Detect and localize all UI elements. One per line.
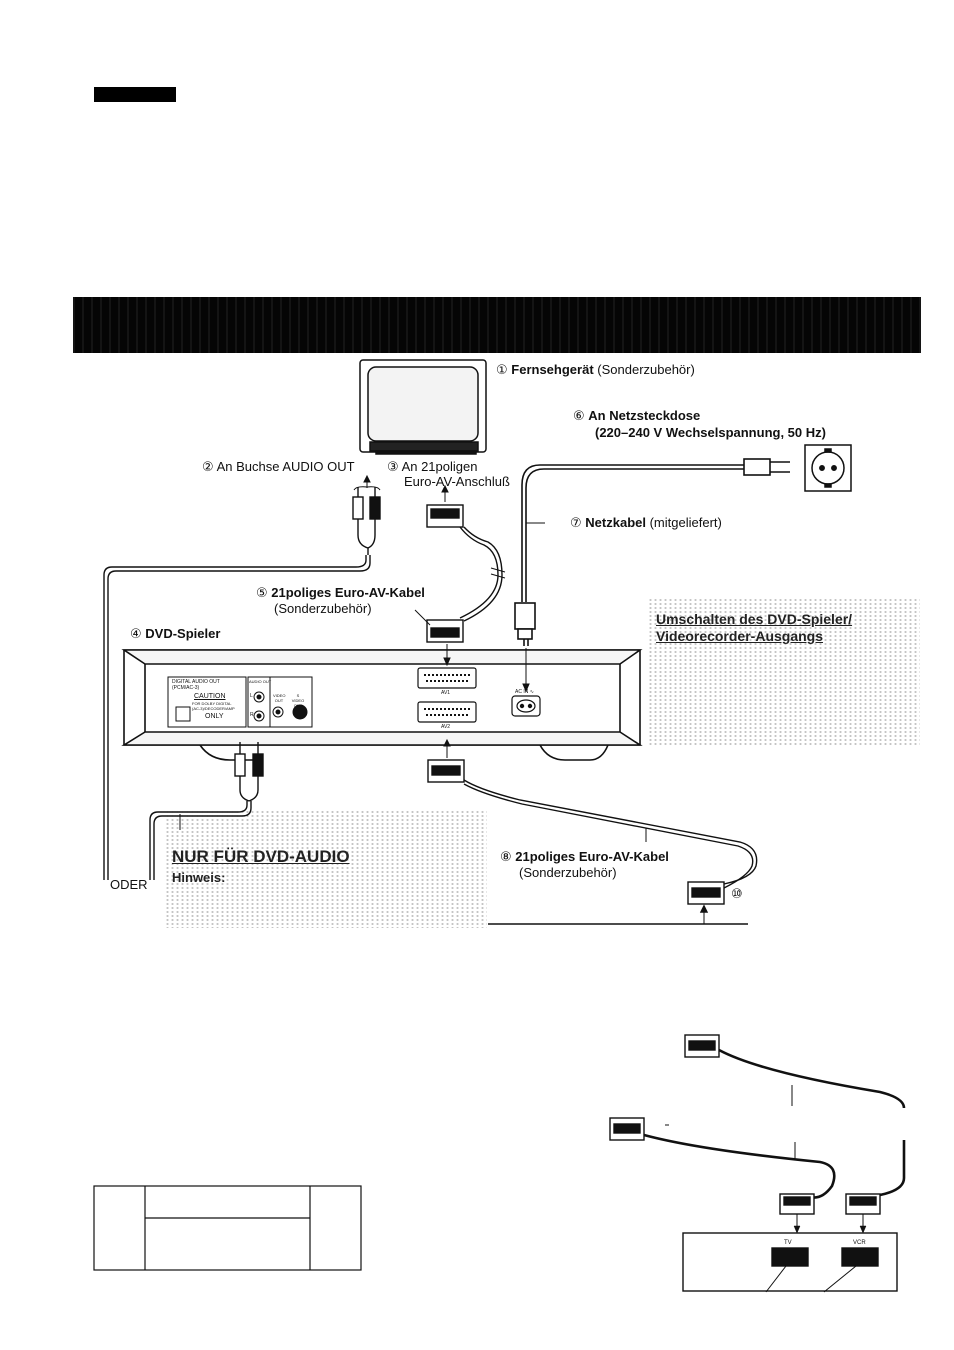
cable-8-label-line2: (Sonderzubehör) <box>519 865 617 880</box>
cable-5 <box>426 504 506 643</box>
vcr-panel-tv-label: TV <box>784 1240 792 1246</box>
ac-inlet <box>511 695 541 717</box>
caution-only-label: ONLY <box>205 713 224 720</box>
dvd-audio-subtitle: Hinweis: <box>172 870 226 885</box>
side-box-title: Umschalten des DVD-Spieler/ Videorecorde… <box>656 611 853 644</box>
ac-in-label: AC IN ∿ <box>515 689 534 695</box>
audio-out-panel-label: AUDIO OUT <box>249 679 272 684</box>
socket-voltage-label: (220–240 V Wechselspannung, 50 Hz) <box>595 425 826 440</box>
wall-socket <box>804 444 852 492</box>
section-tab-marker <box>94 87 176 102</box>
cable-8-label: ⑧ 21poliges Euro-AV-Kabel <box>500 849 669 864</box>
cable-5-label: ⑤ 21poliges Euro-AV-Kabel <box>256 585 425 600</box>
tv-label: ① Fernsehgerät (Sonderzubehör) <box>496 362 695 377</box>
power-cable-label: ⑦ Netzkabel (mitgeliefert) <box>570 515 722 530</box>
digital-out-label: DIGITAL AUDIO OUT (PCM/AC-3) <box>172 679 220 691</box>
connection-arrows <box>443 644 530 758</box>
caution-label: CAUTION <box>194 693 226 700</box>
left-channel-label: L <box>250 693 253 699</box>
socket-label: ⑥ An Netzsteckdose <box>573 408 701 423</box>
dvd-player-label: ④ DVD-Spieler <box>130 626 221 641</box>
cable-5-leader <box>414 609 431 626</box>
marker-10: ⑩ <box>731 886 743 901</box>
dvd-audio-title: NUR FÜR DVD-AUDIO <box>172 847 350 866</box>
audio-out-label: ② An Buchse AUDIO OUT <box>202 459 355 474</box>
audio-cable <box>103 487 381 880</box>
euro-av-label-line2: Euro-AV-Anschluß <box>404 474 510 489</box>
dvd-audio-box-background <box>165 810 487 928</box>
vcr-diagram <box>609 1034 906 1293</box>
euro-av-label: ③ An 21poligen <box>387 459 478 474</box>
cut-off-word: ODER <box>110 877 148 892</box>
dvd-audio-cable <box>149 742 264 880</box>
euro-av-arrow-top <box>441 484 449 502</box>
caution-sub-label: FOR DOLBY DIGITAL (AC-3)/DECODER/AMP <box>192 701 235 711</box>
av1-label: AV1 <box>441 690 451 696</box>
bottom-table <box>93 1185 362 1271</box>
audio-out-arrow <box>353 474 381 491</box>
rear-panel-left <box>167 676 313 728</box>
right-channel-label: R <box>250 712 254 718</box>
vcr-panel-vcr-label: VCR <box>853 1240 866 1246</box>
tv-set <box>359 359 487 455</box>
side-box-background <box>648 598 920 746</box>
s-video-out-panel-label: S VIDEO OUT <box>291 693 305 708</box>
av2-label: AV2 <box>441 724 451 730</box>
cable-8 <box>427 759 758 925</box>
av-sockets <box>417 667 477 723</box>
power-cable <box>514 458 790 646</box>
video-out-panel-label: VIDEO OUT <box>273 693 286 703</box>
cable-5-label-line2: (Sonderzubehör) <box>274 601 372 616</box>
section-banner <box>73 297 921 353</box>
